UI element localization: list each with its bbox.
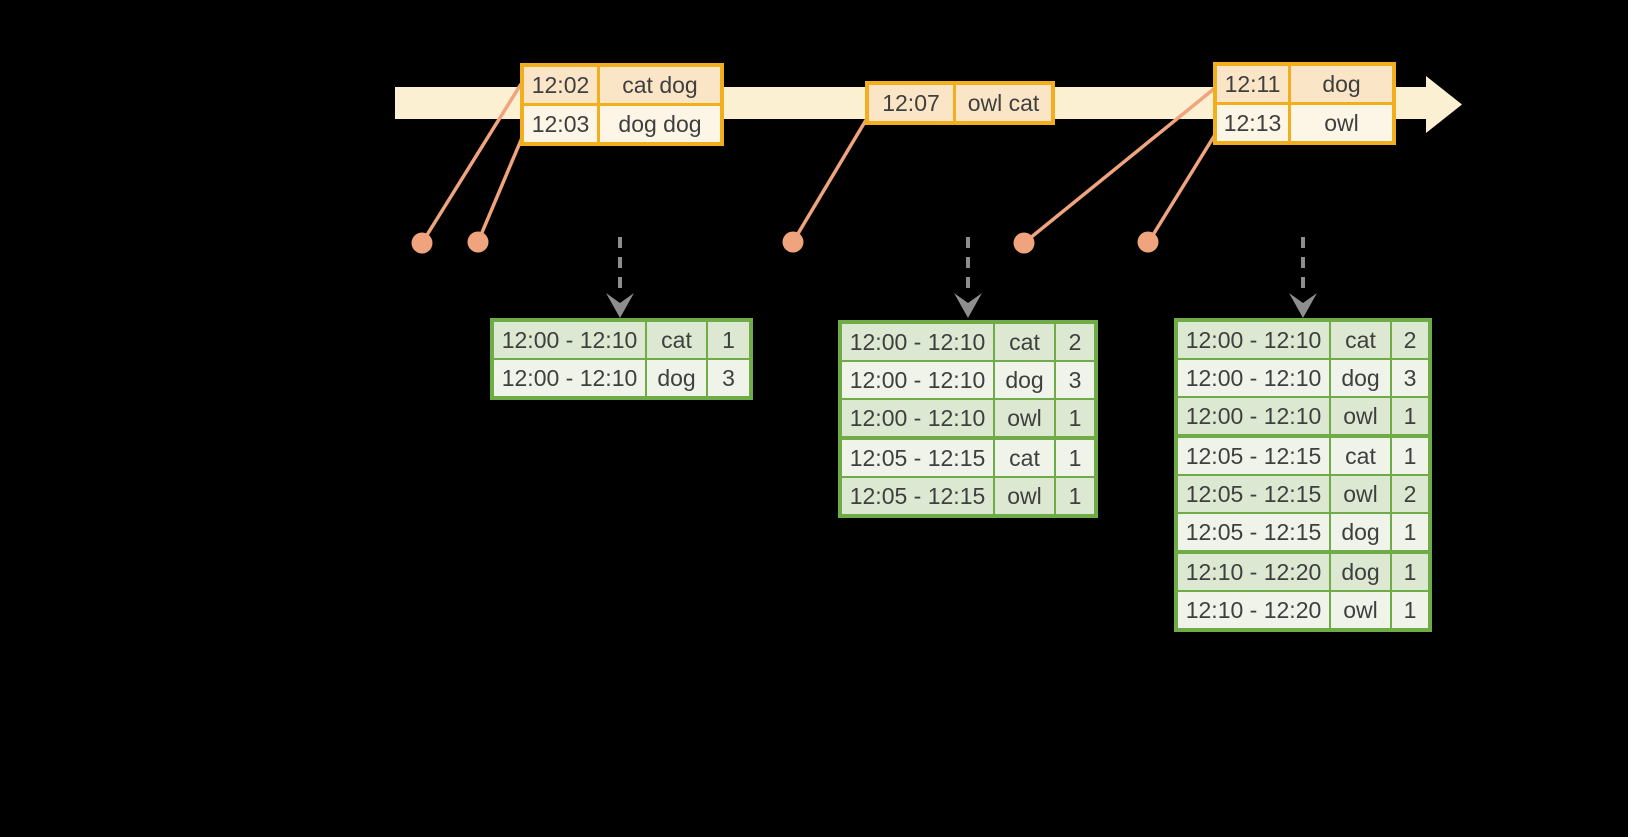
- result-row: 12:00 - 12:10 cat 1: [494, 322, 749, 358]
- result-row: 12:00 - 12:10 owl 1: [1178, 396, 1428, 434]
- event-words: owl cat: [953, 85, 1051, 121]
- result-row: 12:05 - 12:15 owl 2: [1178, 474, 1428, 512]
- count: 3: [706, 360, 749, 396]
- window-range: 12:05 - 12:15: [842, 478, 993, 514]
- event-time: 12:02: [524, 67, 597, 103]
- word: cat: [1329, 438, 1390, 474]
- event-time: 12:07: [869, 85, 953, 121]
- window-range: 12:00 - 12:10: [494, 360, 645, 396]
- window-range: 12:00 - 12:10: [842, 324, 993, 360]
- trigger-arrowhead-icon: [954, 293, 982, 318]
- event-words: dog dog: [597, 106, 720, 142]
- count: 3: [1390, 360, 1428, 396]
- event-row: 12:13 owl: [1217, 102, 1392, 141]
- window-range: 12:05 - 12:15: [1178, 514, 1329, 550]
- count: 2: [1390, 476, 1428, 512]
- event-words: owl: [1288, 105, 1392, 141]
- event-table-1: 12:02 cat dog 12:03 dog dog: [520, 63, 724, 146]
- count: 1: [1054, 440, 1094, 476]
- count: 3: [1054, 362, 1094, 398]
- event-dot: [1137, 231, 1159, 253]
- event-dot: [411, 232, 433, 254]
- result-table-1: 12:00 - 12:10 cat 1 12:00 - 12:10 dog 3: [490, 318, 753, 400]
- count: 1: [1390, 592, 1428, 628]
- count: 1: [1390, 398, 1428, 434]
- count: 1: [706, 322, 749, 358]
- word: cat: [993, 324, 1054, 360]
- event-words: dog: [1288, 66, 1392, 102]
- event-row: 12:07 owl cat: [869, 85, 1051, 121]
- result-row: 12:05 - 12:15 cat 1: [842, 436, 1094, 476]
- event-time: 12:11: [1217, 66, 1288, 102]
- event-time: 12:03: [524, 106, 597, 142]
- result-row: 12:00 - 12:10 cat 2: [1178, 322, 1428, 358]
- result-row: 12:05 - 12:15 owl 1: [842, 476, 1094, 514]
- count: 1: [1054, 400, 1094, 436]
- word: dog: [1329, 360, 1390, 396]
- window-range: 12:05 - 12:15: [1178, 438, 1329, 474]
- word: dog: [993, 362, 1054, 398]
- word: owl: [993, 400, 1054, 436]
- window-range: 12:10 - 12:20: [1178, 554, 1329, 590]
- window-range: 12:00 - 12:10: [842, 400, 993, 436]
- event-row: 12:02 cat dog: [524, 67, 720, 103]
- result-table-2: 12:00 - 12:10 cat 2 12:00 - 12:10 dog 3 …: [838, 320, 1098, 518]
- word: owl: [1329, 476, 1390, 512]
- word: dog: [1329, 514, 1390, 550]
- window-range: 12:00 - 12:10: [494, 322, 645, 358]
- result-row: 12:00 - 12:10 dog 3: [1178, 358, 1428, 396]
- result-row: 12:10 - 12:20 dog 1: [1178, 550, 1428, 590]
- event-words: cat dog: [597, 67, 720, 103]
- count: 2: [1054, 324, 1094, 360]
- trigger-arrowhead-icon: [1289, 293, 1317, 318]
- window-range: 12:00 - 12:10: [1178, 398, 1329, 434]
- event-row: 12:03 dog dog: [524, 103, 720, 142]
- connector-line: [791, 119, 868, 243]
- result-row: 12:05 - 12:15 dog 1: [1178, 512, 1428, 550]
- result-row: 12:05 - 12:15 cat 1: [1178, 434, 1428, 474]
- event-table-3: 12:11 dog 12:13 owl: [1213, 62, 1396, 145]
- window-range: 12:10 - 12:20: [1178, 592, 1329, 628]
- window-range: 12:00 - 12:10: [1178, 322, 1329, 358]
- result-row: 12:10 - 12:20 owl 1: [1178, 590, 1428, 628]
- window-range: 12:00 - 12:10: [842, 362, 993, 398]
- result-row: 12:00 - 12:10 dog 3: [842, 360, 1094, 398]
- count: 1: [1390, 438, 1428, 474]
- event-row: 12:11 dog: [1217, 66, 1392, 102]
- event-dot: [467, 231, 489, 253]
- event-table-2: 12:07 owl cat: [865, 81, 1055, 125]
- connector-line: [1146, 132, 1218, 244]
- count: 2: [1390, 322, 1428, 358]
- word: owl: [1329, 398, 1390, 434]
- word: owl: [993, 478, 1054, 514]
- count: 1: [1054, 478, 1094, 514]
- event-time: 12:13: [1217, 105, 1288, 141]
- word: cat: [1329, 322, 1390, 358]
- timeline-arrowhead-icon: [1426, 76, 1462, 133]
- word: owl: [1329, 592, 1390, 628]
- count: 1: [1390, 554, 1428, 590]
- count: 1: [1390, 514, 1428, 550]
- trigger-arrowhead-icon: [606, 293, 634, 318]
- window-range: 12:05 - 12:15: [842, 440, 993, 476]
- word: dog: [645, 360, 706, 396]
- word: dog: [1329, 554, 1390, 590]
- window-range: 12:05 - 12:15: [1178, 476, 1329, 512]
- event-dot: [1013, 232, 1035, 254]
- result-table-3: 12:00 - 12:10 cat 2 12:00 - 12:10 dog 3 …: [1174, 318, 1432, 632]
- event-dot: [782, 231, 804, 253]
- result-row: 12:00 - 12:10 cat 2: [842, 324, 1094, 360]
- word: cat: [645, 322, 706, 358]
- result-row: 12:00 - 12:10 dog 3: [494, 358, 749, 396]
- window-range: 12:00 - 12:10: [1178, 360, 1329, 396]
- word: cat: [993, 440, 1054, 476]
- connector-line: [476, 132, 526, 243]
- result-row: 12:00 - 12:10 owl 1: [842, 398, 1094, 436]
